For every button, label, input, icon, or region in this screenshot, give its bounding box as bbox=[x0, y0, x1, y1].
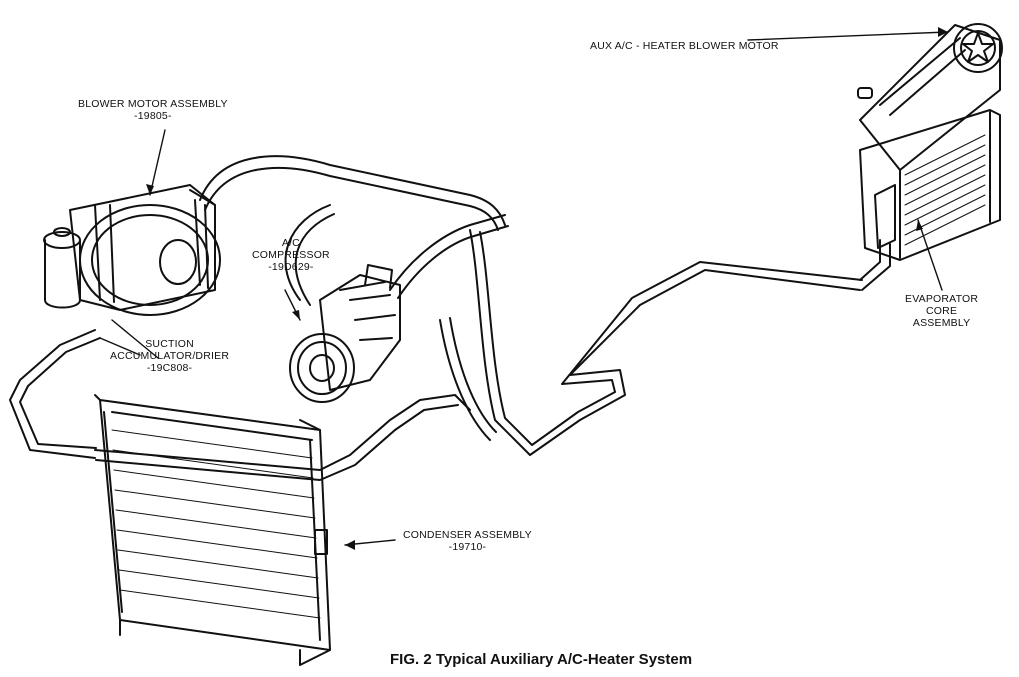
callout-leaders bbox=[99, 31, 949, 546]
blower-motor-name: BLOWER MOTOR ASSEMBLY bbox=[78, 98, 228, 110]
ac-compressor bbox=[289, 264, 401, 403]
condenser-label: CONDENSER ASSEMBLY -19710- bbox=[403, 529, 532, 553]
upper-line bbox=[199, 155, 506, 226]
condenser-part: -19710- bbox=[448, 541, 487, 553]
blower-motor-assembly bbox=[69, 184, 221, 316]
compressor-label: A/C COMPRESSOR -19D629- bbox=[252, 237, 330, 273]
aux-blower-name: AUX A/C - HEATER BLOWER MOTOR bbox=[590, 40, 779, 52]
evaporator-label: EVAPORATOR CORE ASSEMBLY bbox=[905, 293, 978, 329]
condenser-name: CONDENSER ASSEMBLY bbox=[403, 529, 532, 541]
evaporator-core-assembly bbox=[859, 109, 1001, 261]
compressor-line1: A/C bbox=[281, 237, 300, 249]
evaporator-line3: ASSEMBLY bbox=[912, 317, 971, 329]
accumulator-line2: ACCUMULATOR/DRIER bbox=[110, 350, 230, 362]
accumulator-part: -19C808- bbox=[146, 362, 193, 374]
aux-blower-motor bbox=[857, 23, 1003, 171]
condenser-assembly bbox=[94, 394, 331, 666]
accumulator-label: SUCTION ACCUMULATOR/DRIER -19C808- bbox=[110, 338, 229, 374]
evaporator-line1: EVAPORATOR bbox=[905, 293, 979, 305]
accumulator-line1: SUCTION bbox=[145, 338, 194, 350]
figure-caption: FIG. 2 Typical Auxiliary A/C-Heater Syst… bbox=[390, 651, 693, 668]
compressor-line2: COMPRESSOR bbox=[252, 249, 330, 261]
blower-motor-part: -19805- bbox=[134, 110, 172, 122]
refrigerant-lines bbox=[9, 155, 891, 481]
arrowheads bbox=[146, 27, 948, 550]
suction-accumulator bbox=[43, 227, 81, 309]
compressor-part: -19D629- bbox=[268, 261, 314, 273]
liquid-line bbox=[469, 229, 861, 456]
aux-blower-label: AUX A/C - HEATER BLOWER MOTOR bbox=[590, 40, 779, 52]
blower-motor-label: BLOWER MOTOR ASSEMBLY -19805- bbox=[78, 98, 228, 122]
evaporator-line2: CORE bbox=[926, 305, 958, 317]
